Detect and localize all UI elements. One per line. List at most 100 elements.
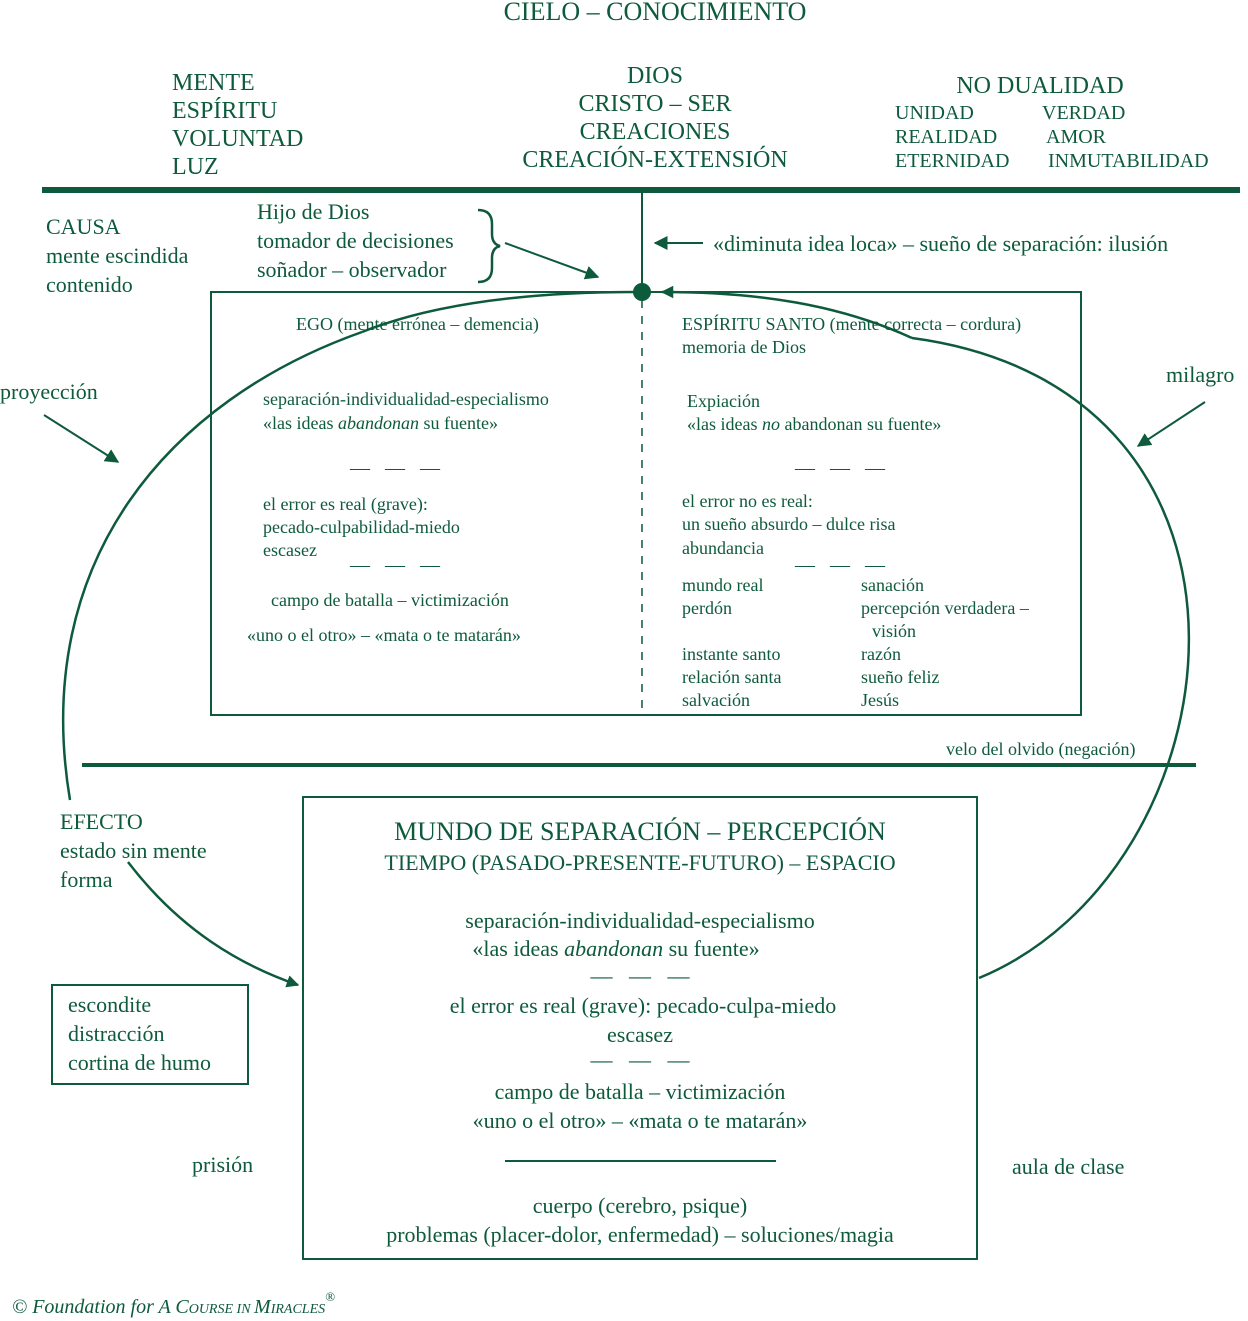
- registered-mark: ®: [325, 1289, 335, 1304]
- world-error: el error es real (grave): pecado-culpa-m…: [450, 993, 837, 1018]
- world-dash: — — —: [590, 1047, 691, 1072]
- holy-spirit-section: ESPÍRITU SANTO (mente correcta – cordura…: [682, 313, 1030, 710]
- heaven-title: CIELO – CONOCIMIENTO: [504, 0, 807, 26]
- hiding-box: [51, 984, 249, 1085]
- heaven-attribute: VERDAD: [1042, 102, 1125, 124]
- world-subtitle: TIEMPO (PASADO-PRESENTE-FUTURO) – ESPACI…: [384, 850, 895, 875]
- spirit-col2-item: percepción verdadera –: [861, 598, 1030, 618]
- heaven-right-col2: VERDAD AMOR INMUTABILIDAD: [1042, 102, 1209, 172]
- projection-label: proyección: [0, 379, 98, 404]
- spirit-dash: — — —: [794, 457, 886, 479]
- spirit-col2-item: razón: [861, 644, 901, 664]
- holy-spirit-arc: [660, 285, 913, 340]
- cause-label: CAUSA mente escindida contenido: [46, 214, 189, 297]
- spirit-col1-item: instante santo: [682, 644, 780, 664]
- world-title: MUNDO DE SEPARACIÓN – PERCEPCIÓN: [394, 817, 886, 846]
- spirit-ideas-emphasis: no: [762, 414, 780, 434]
- ego-ideas-post: su fuente»: [419, 413, 498, 433]
- ego-error-line: el error es real (grave):: [263, 494, 428, 515]
- spirit-dash: — — —: [794, 554, 886, 576]
- heaven-attribute: REALIDAD: [895, 126, 997, 148]
- curly-brace-icon: [477, 208, 501, 284]
- heaven-center-item: DIOS: [627, 63, 683, 89]
- hiding-item: cortina de humo: [68, 1050, 211, 1075]
- atonement-label: Expiación: [687, 391, 760, 411]
- heaven-center-item: CREACIONES: [580, 119, 731, 145]
- spirit-error-line: un sueño absurdo – dulce risa: [682, 514, 895, 534]
- ego-dash: — — —: [349, 554, 441, 576]
- son-line: tomador de decisiones: [257, 228, 454, 253]
- cause-line: mente escindida: [46, 243, 189, 268]
- non-duality-title: NO DUALIDAD: [956, 73, 1123, 99]
- ego-dash: — — —: [349, 457, 441, 479]
- copyright-m: M: [253, 1296, 272, 1318]
- ego-arc: [361, 290, 637, 334]
- world-kill: «uno o el otro» – «mata o te matarán»: [473, 1108, 808, 1133]
- spirit-col1-item: relación santa: [682, 667, 781, 687]
- effect-line: estado sin mente: [60, 838, 207, 863]
- heaven-left-item: MENTE: [172, 70, 255, 96]
- heaven-attribute: UNIDAD: [895, 102, 974, 124]
- holy-spirit-memory: memoria de Dios: [682, 337, 806, 357]
- heaven-center-list: DIOS CRISTO – SER CREACIONES CREACIÓN-EX…: [522, 63, 787, 173]
- hiding-item: distracción: [68, 1021, 165, 1046]
- cause-line: contenido: [46, 272, 133, 297]
- spirit-col2-item: visión: [872, 621, 916, 641]
- copyright-smallcaps2: IRACLES: [270, 1302, 325, 1317]
- miracle-arrow: [1136, 401, 1206, 447]
- spirit-col1-item: salvación: [682, 690, 750, 710]
- heaven-center-item: CRISTO – SER: [579, 91, 732, 117]
- spirit-ideas: «las ideas no abandonan su fuente»: [687, 414, 941, 434]
- world-box: [302, 796, 978, 1260]
- world-section: MUNDO DE SEPARACIÓN – PERCEPCIÓN TIEMPO …: [384, 817, 895, 1247]
- spirit-ideas-post: abandonan su fuente»: [780, 414, 941, 434]
- heaven-left-item: ESPÍRITU: [172, 98, 277, 124]
- effect-line: EFECTO: [60, 809, 143, 834]
- projection-arrow: [43, 414, 120, 463]
- ego-separation: separación-individualidad-especialismo: [263, 389, 549, 409]
- world-ideas: «las ideas abandonan su fuente»: [472, 936, 759, 961]
- spirit-col2-item: sanación: [861, 575, 924, 595]
- ego-section: EGO (mente errónea – demencia) separació…: [247, 314, 549, 645]
- spirit-col2-item: sueño feliz: [861, 667, 939, 687]
- cause-line: CAUSA: [46, 214, 121, 239]
- ego-ideas-emphasis: abandonan: [338, 413, 419, 433]
- ego-ideas-pre: «las ideas: [263, 413, 338, 433]
- spirit-col1-item: perdón: [682, 598, 732, 618]
- heaven-attribute: INMUTABILIDAD: [1048, 150, 1209, 172]
- decision-point-dot: [633, 283, 651, 301]
- prison-label: prisión: [192, 1152, 253, 1177]
- heaven-center-item: CREACIÓN-EXTENSIÓN: [522, 146, 787, 173]
- heaven-left-item: LUZ: [172, 154, 219, 180]
- spirit-error-line: abundancia: [682, 538, 764, 558]
- world-separation: separación-individualidad-especialismo: [465, 908, 814, 933]
- ego-kill: «uno o el otro» – «mata o te matarán»: [247, 625, 521, 645]
- miracle-loop: [911, 336, 1191, 980]
- son-arrow: [504, 242, 600, 280]
- tiny-mad-idea-label: «diminuta idea loca» – sueño de separaci…: [713, 231, 1168, 256]
- effect-arrow: [127, 861, 300, 988]
- spirit-col2-item: Jesús: [861, 690, 899, 710]
- world-ideas-emphasis: abandonan: [564, 936, 663, 961]
- ego-error-line: escasez: [263, 540, 317, 560]
- son-line: Hijo de Dios: [257, 199, 369, 224]
- ego-error-line: pecado-culpabilidad-miedo: [263, 517, 460, 537]
- world-body: cuerpo (cerebro, psique): [533, 1193, 747, 1218]
- hiding-item: escondite: [68, 992, 151, 1017]
- heaven-right-col1: UNIDAD REALIDAD ETERNIDAD: [895, 102, 1009, 172]
- heaven-left-list: MENTE ESPÍRITU VOLUNTAD LUZ: [172, 70, 303, 180]
- spirit-error-line: el error no es real:: [682, 491, 813, 511]
- ego-title: EGO (mente errónea – demencia): [296, 314, 539, 335]
- ego-ideas: «las ideas abandonan su fuente»: [263, 413, 498, 433]
- miracle-label: milagro: [1166, 362, 1234, 387]
- veil-label: velo del olvido (negación): [946, 739, 1135, 760]
- heaven-attribute: AMOR: [1046, 126, 1107, 148]
- effect-label: EFECTO estado sin mente forma: [60, 809, 207, 892]
- world-dash: — — —: [590, 963, 691, 988]
- heaven-attribute: ETERNIDAD: [895, 150, 1009, 172]
- spirit-col1-item: mundo real: [682, 575, 763, 595]
- holy-spirit-title: ESPÍRITU SANTO (mente correcta – cordura…: [682, 313, 1021, 335]
- hiding-list: escondite distracción cortina de humo: [68, 992, 211, 1075]
- world-problems: problemas (placer-dolor, enfermedad) – s…: [386, 1222, 894, 1247]
